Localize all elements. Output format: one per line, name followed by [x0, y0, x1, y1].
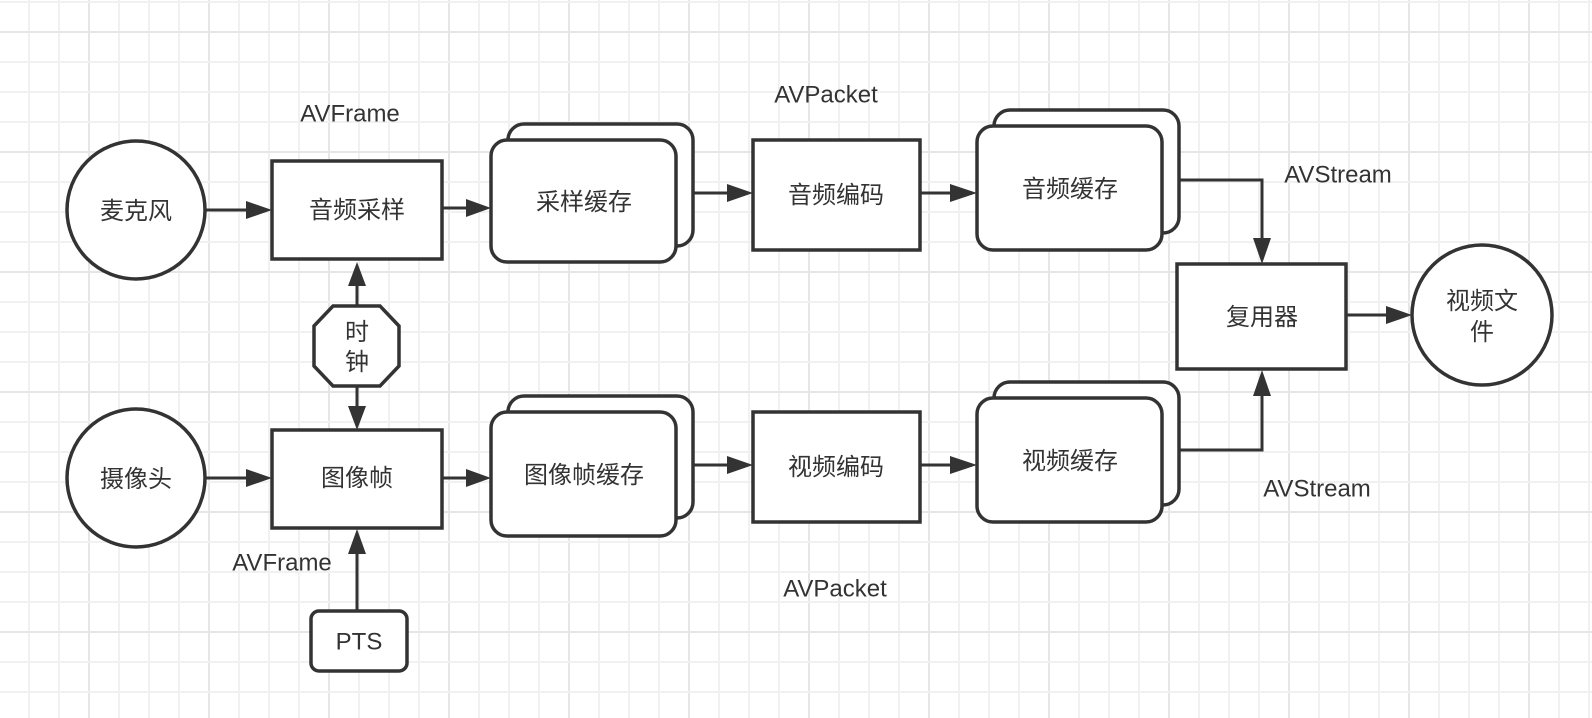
arrowhead-icon — [950, 456, 977, 474]
arrowhead-icon — [466, 199, 491, 217]
node-label-line-1: 视频文 — [1446, 287, 1518, 315]
edge-label-audio-stream: AVStream — [1284, 162, 1392, 189]
node-label-line-2: 钟 — [345, 348, 369, 376]
arrowhead-icon — [466, 469, 491, 487]
node-muxer[interactable]: 复用器 — [1175, 262, 1348, 371]
edge-label-audio-packet: AVPacket — [774, 82, 878, 109]
node-audio-buffer[interactable]: 音频缓存 — [975, 108, 1181, 252]
node-label: 采样缓存 — [536, 188, 632, 216]
arrowhead-icon — [348, 406, 366, 430]
stack-front-card — [975, 396, 1164, 524]
node-video-encoder[interactable]: 视频编码 — [751, 410, 922, 524]
edge-frame-buffer-to-video-encoder — [693, 456, 753, 474]
arrowhead-icon — [1253, 370, 1271, 396]
arrowhead-icon — [1386, 306, 1412, 324]
node-label: 摄像头 — [100, 465, 172, 493]
edge-clock-to-image-frame — [348, 387, 366, 430]
stack-front-card — [975, 124, 1164, 252]
node-label: 图像帧 — [321, 464, 393, 492]
edge-video-buffer-to-muxer — [1179, 370, 1271, 452]
edge-mic-to-audio-sample — [206, 201, 272, 219]
edge-label-video-frame: AVFrame — [232, 550, 332, 577]
edge-video-encoder-to-video-buffer — [920, 456, 977, 474]
stack-front-card — [489, 410, 678, 538]
arrowhead-icon — [246, 201, 272, 219]
node-label: 麦克风 — [100, 197, 172, 225]
edge-sample-buffer-to-audio-encoder — [693, 184, 753, 202]
edge-muxer-to-video-file — [1346, 306, 1412, 324]
node-video-file[interactable]: 视频文 件 — [1410, 243, 1554, 387]
arrowhead-icon — [1253, 238, 1271, 264]
node-label: 音频编码 — [788, 181, 884, 209]
node-label: PTS — [336, 629, 383, 656]
node-audio-encoder[interactable]: 音频编码 — [751, 138, 922, 252]
edges — [206, 178, 1412, 611]
node-mic[interactable]: 麦克风 — [65, 139, 207, 281]
node-image-frame[interactable]: 图像帧 — [270, 428, 444, 530]
node-audio-sample[interactable]: 音频采样 — [270, 159, 444, 261]
node-label: 图像帧缓存 — [524, 461, 644, 489]
edge-camera-to-image-frame — [206, 469, 272, 487]
node-pts[interactable]: PTS — [309, 609, 409, 673]
arrowhead-icon — [727, 184, 753, 202]
node-clock[interactable]: 时 钟 — [312, 304, 401, 388]
edge-image-frame-to-frame-buffer — [442, 469, 491, 487]
node-video-buffer[interactable]: 视频缓存 — [975, 380, 1181, 524]
edge-pts-to-image-frame — [348, 529, 366, 611]
node-frame-buffer[interactable]: 图像帧缓存 — [489, 394, 695, 538]
node-label: 视频缓存 — [1022, 447, 1118, 475]
arrowhead-icon — [727, 456, 753, 474]
node-sample-buffer[interactable]: 采样缓存 — [489, 122, 695, 264]
node-label-line-2: 件 — [1470, 318, 1494, 346]
edge-audio-encoder-to-audio-buffer — [920, 184, 977, 202]
edge-label-audio-frame: AVFrame — [300, 101, 400, 128]
arrowhead-icon — [950, 184, 977, 202]
node-camera[interactable]: 摄像头 — [65, 407, 207, 549]
node-label: 音频缓存 — [1022, 175, 1118, 203]
node-label: 复用器 — [1226, 303, 1298, 331]
arrowhead-icon — [246, 469, 272, 487]
edge-audio-sample-to-sample-buffer — [442, 199, 491, 217]
node-label-line-1: 时 — [345, 318, 369, 346]
edge-label-video-packet: AVPacket — [783, 576, 887, 603]
edge-audio-buffer-to-muxer — [1179, 178, 1271, 264]
arrowhead-icon — [348, 529, 366, 554]
node-label: 音频采样 — [309, 196, 405, 224]
arrowhead-icon — [348, 262, 366, 286]
node-label: 视频编码 — [788, 453, 884, 481]
stack-front-card — [489, 138, 678, 264]
edge-label-video-stream: AVStream — [1263, 476, 1371, 503]
edge-clock-to-audio-sample — [348, 262, 366, 305]
